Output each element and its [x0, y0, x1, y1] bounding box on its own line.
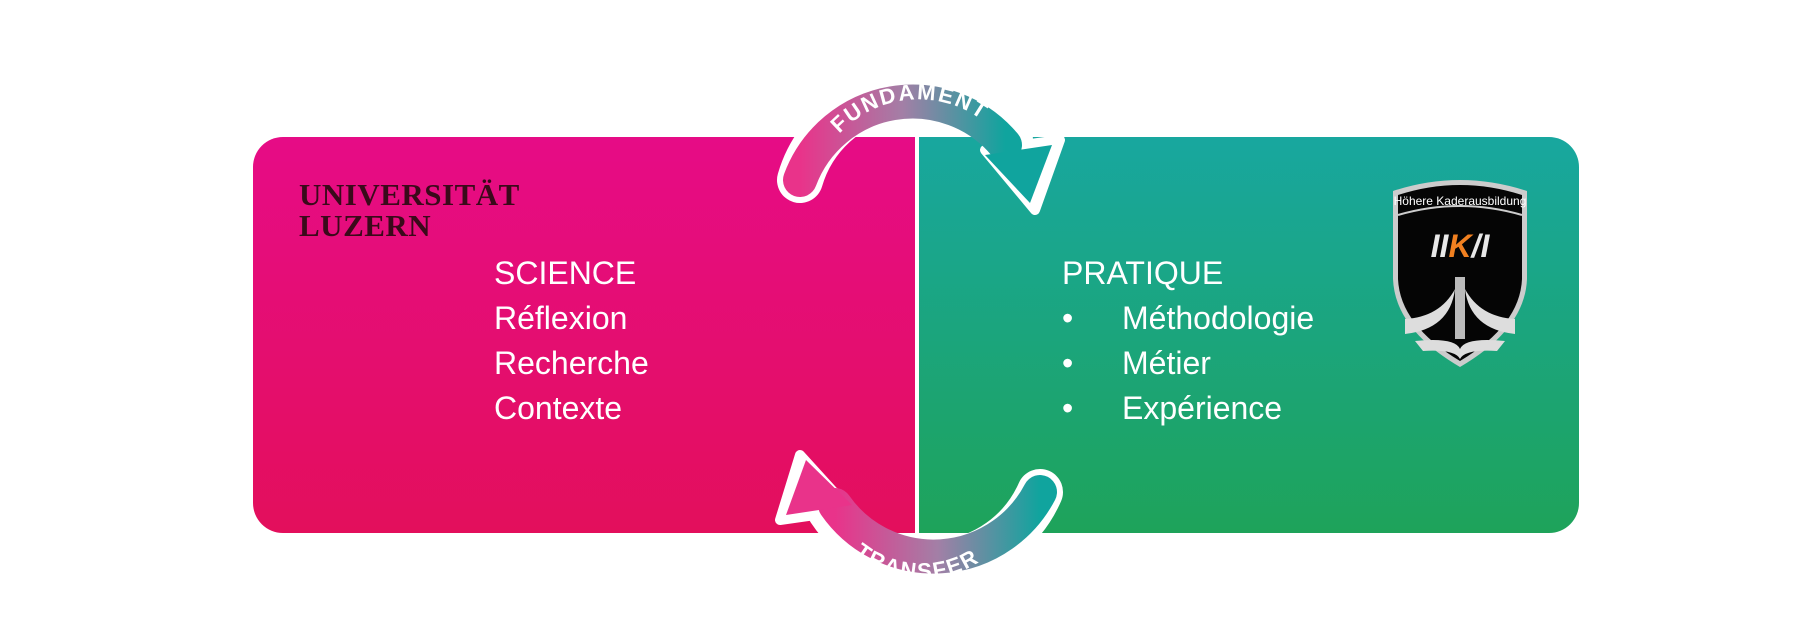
- bullet: •: [1062, 345, 1074, 381]
- bullet: •: [1062, 300, 1074, 336]
- pratique-list: PRATIQUE • Méthodologie • Métier • Expérien…: [1062, 251, 1314, 431]
- logo-line1: UNIVERSITÄT: [299, 177, 520, 212]
- item-text: Méthodologie: [1122, 300, 1315, 336]
- science-item: Contexte: [494, 390, 623, 426]
- transfer-arrow: TRANSFER: [775, 450, 1063, 587]
- svg-text:IIK/I: IIK/I: [1431, 228, 1491, 264]
- science-item: Réflexion: [494, 300, 628, 336]
- science-title: SCIENCE: [494, 255, 637, 291]
- pratique-title: PRATIQUE: [1062, 255, 1224, 291]
- pratique-item: • Expérience: [1062, 386, 1314, 431]
- science-item: Recherche: [494, 345, 649, 381]
- science-list: SCIENCE Réflexion Recherche Contexte: [494, 251, 649, 431]
- item-text: Expérience: [1122, 390, 1283, 426]
- hka-shield-logo: Höhere Kaderausbildung IIK/I: [1393, 180, 1527, 367]
- item-text: Métier: [1122, 345, 1211, 381]
- pratique-item: • Méthodologie: [1062, 296, 1314, 341]
- bullet: •: [1062, 390, 1074, 426]
- universitaet-luzern-logo: UNIVERSITÄT LUZERN: [299, 179, 520, 241]
- science-panel: UNIVERSITÄT LUZERN SCIENCE Réflexion Rec…: [253, 137, 915, 533]
- pratique-item: • Métier: [1062, 341, 1314, 386]
- logo-line2: LUZERN: [299, 208, 432, 243]
- svg-text:Höhere Kaderausbildung: Höhere Kaderausbildung: [1394, 194, 1527, 208]
- fundament-arrow: FUNDAMENT: [777, 70, 1065, 215]
